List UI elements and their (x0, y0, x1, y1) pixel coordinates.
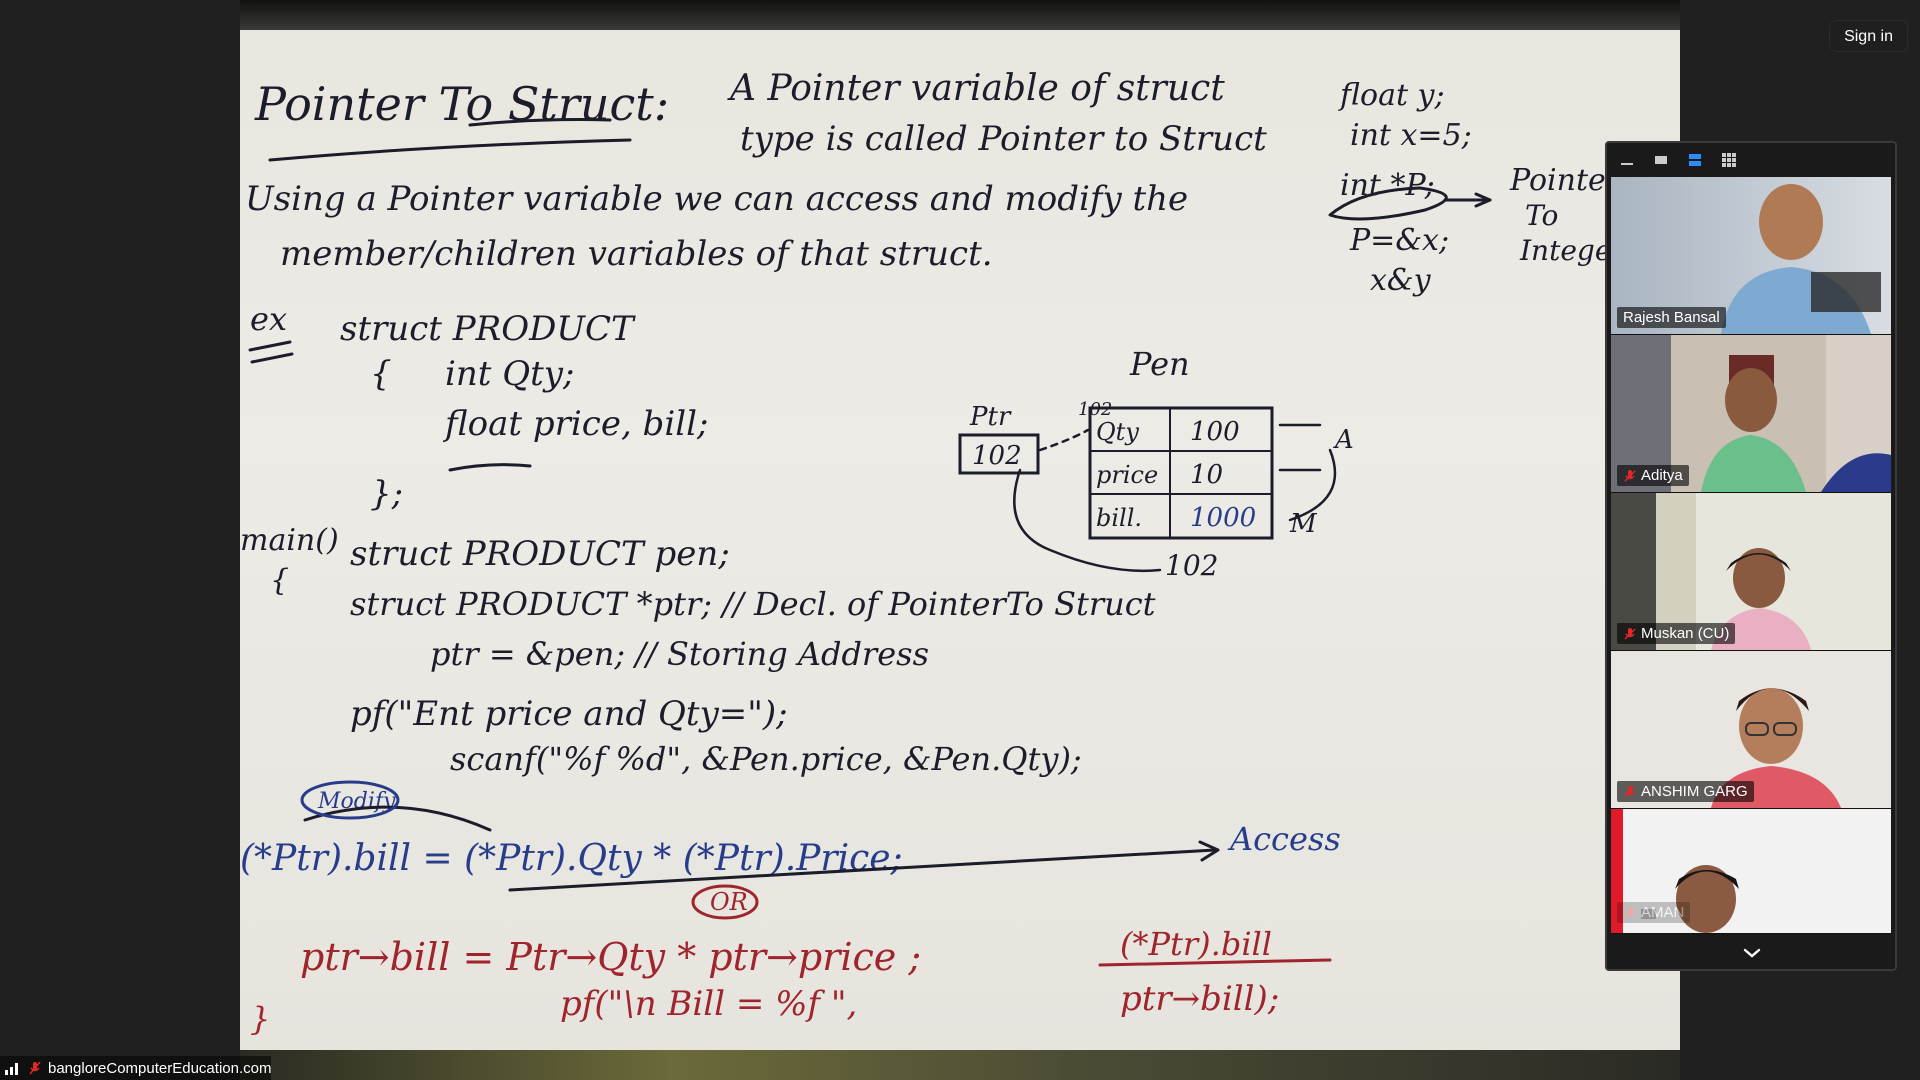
board-main-2: struct PRODUCT *ptr; // Decl. of Pointer… (350, 585, 1156, 623)
diagram-struct-box (1088, 406, 1274, 540)
board-struct-1: struct PRODUCT (340, 309, 636, 349)
participant-name-label: Muskan (CU) (1617, 623, 1736, 644)
board-side-3: int *P; (1340, 168, 1435, 203)
diagram-row-value: 100 (1190, 417, 1240, 447)
board-end-brace: } (250, 1000, 270, 1038)
diagram-ptr-box (958, 433, 1040, 475)
participant-name-label: AMAN (1617, 902, 1691, 923)
participant-video (1611, 335, 1891, 492)
board-arrow-line: ptr→bill = Ptr→Qty * ptr→price ; (300, 935, 921, 979)
diagram-row-name: bill. (1096, 504, 1142, 532)
board-main-1: struct PRODUCT pen; (350, 534, 730, 574)
board-access: Access (1227, 820, 1341, 858)
board-side-1: float y; (1338, 78, 1445, 113)
board-struct-5: }; (370, 474, 403, 514)
diagram-addr-bottom: 102 (1165, 549, 1218, 582)
participant-video (1611, 809, 1891, 933)
board-side-4: Pointer (1509, 163, 1622, 198)
board-ex: ex (250, 300, 287, 338)
diagram-row-name: Qty (1096, 418, 1139, 446)
speaker-view-icon[interactable] (1685, 150, 1705, 170)
diagram-row-value: 10 (1190, 460, 1223, 490)
participant-tile[interactable]: Rajesh Bansal (1611, 177, 1891, 335)
participant-tile[interactable]: Aditya (1611, 335, 1891, 493)
mic-muted-icon (1624, 469, 1636, 482)
participant-name-label: Aditya (1617, 465, 1689, 486)
board-struct-3: int Qty; (445, 354, 574, 394)
grid-view-icon[interactable] (1719, 150, 1739, 170)
board-struct-2: { (370, 354, 392, 394)
board-arrow-alt: (*Ptr).bill (1120, 925, 1272, 963)
board-main-brace: { (270, 563, 289, 598)
diagram-access-letter: A (1333, 425, 1354, 455)
whiteboard-drawing: Pointer To Struct: A Pointer variable of… (240, 68, 1626, 1038)
participant-gallery: Rajesh Bansal Aditya Mu (1605, 141, 1897, 971)
mic-muted-icon (29, 1061, 41, 1075)
board-use-line-2: member/children variables of that struct… (280, 234, 993, 274)
mic-muted-icon (1624, 785, 1636, 798)
mic-muted-icon (1624, 627, 1636, 640)
board-use-line-1: Using a Pointer variable we can access a… (245, 179, 1188, 219)
diagram-row-name: price (1096, 461, 1158, 489)
board-struct-4: float price, bill; (442, 404, 708, 444)
chevron-down-icon[interactable] (1741, 945, 1763, 961)
board-side-5: To (1525, 199, 1558, 232)
sign-in-button[interactable]: Sign in (1829, 20, 1908, 52)
hide-video-icon[interactable] (1651, 150, 1671, 170)
board-main-3: ptr = &pen; // Storing Address (430, 635, 929, 673)
board-main: main() (240, 523, 339, 558)
diagram-row-value: 1000 (1190, 503, 1256, 533)
board-printf-2: ptr→bill); (1120, 979, 1279, 1019)
diagram-ptr-label: Ptr (969, 402, 1012, 432)
board-main-4: pf("Ent price and Qty="); (350, 694, 788, 734)
shared-screen: Pointer To Struct: A Pointer variable of… (240, 0, 1680, 1080)
whiteboard: Pointer To Struct: A Pointer variable of… (240, 30, 1680, 1050)
board-access-line: (*Ptr).bill = (*Ptr).Qty * (*Ptr).Price; (240, 838, 903, 879)
mic-muted-icon (1624, 906, 1636, 919)
presenter-name: bangloreComputerEducation.com (48, 1059, 272, 1077)
board-top-frame (240, 0, 1680, 30)
gallery-toolbar (1607, 143, 1905, 177)
board-side-8: x&y (1370, 263, 1432, 298)
board-side-7: P=&x; (1349, 223, 1449, 258)
board-bottom-frame (240, 1050, 1680, 1080)
board-side-2: int x=5; (1350, 118, 1472, 153)
board-def-line-2: type is called Pointer to Struct (740, 119, 1267, 159)
board-title: Pointer To Struct: (254, 77, 669, 131)
board-def-line-1: A Pointer variable of struct (727, 68, 1225, 109)
participant-tile[interactable]: AMAN (1611, 809, 1891, 934)
participant-name-label: ANSHIM GARG (1617, 781, 1754, 802)
participant-tile[interactable]: ANSHIM GARG (1611, 651, 1891, 809)
participant-tile[interactable]: Muskan (CU) (1611, 493, 1891, 651)
presenter-status-bar: bangloreComputerEducation.com (0, 1056, 272, 1080)
diagram-pen-label: Pen (1129, 345, 1190, 383)
signal-strength-icon (5, 1063, 18, 1075)
board-main-5: scanf("%f %d", &Pen.price, &Pen.Qty); (450, 740, 1082, 778)
diagram-ptr-value: 102 (972, 441, 1022, 471)
board-printf: pf("\n Bill = %f ", (560, 984, 857, 1024)
minimize-icon[interactable] (1617, 150, 1637, 170)
participant-name-label: Rajesh Bansal (1617, 307, 1726, 328)
board-or: OR (710, 888, 748, 916)
